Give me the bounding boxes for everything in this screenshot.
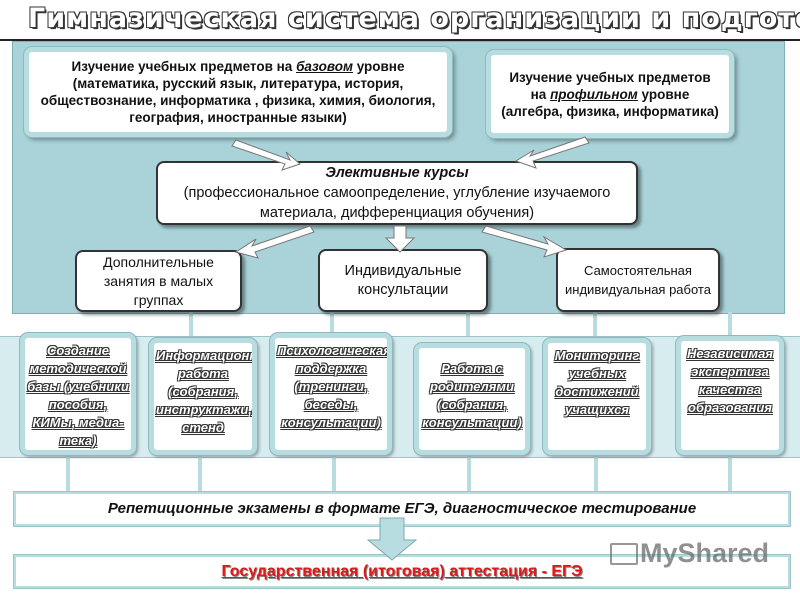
form-small-groups: Дополнительные занятия в малых группах [75,250,242,312]
activity-label: Мониторинг учебных достижений учащихся [554,348,640,417]
basic-level-box: Изучение учебных предметов на базовом ур… [24,47,452,137]
activity-label: Информационная работа (собрания, инструк… [156,348,257,435]
activity-independent-expertise: Независимая экспертиза качества образова… [676,336,784,455]
connector-line [466,312,470,336]
form-self-study: Самостоятельная индивидуальная работа [556,248,720,312]
profile-level-text-2: уровне (алгебра, физика, информатика) [501,86,719,119]
connector-line [330,312,334,336]
profile-level-text-1: Изучение учебных предметов на [509,69,711,102]
activity-label: Работа с родителями (собрания, консульта… [422,361,522,430]
activity-parents-work: Работа с родителями (собрания, консульта… [414,343,530,455]
exam-bar: Репетиционные экзамены в формате ЕГЭ, ди… [14,492,790,526]
electives-box: Элективные курсы (профессиональное самоо… [156,161,638,225]
watermark: MyShared [640,538,770,568]
activity-psychological-support: Психологическая поддержка (тренинги, бес… [270,333,392,455]
profile-level-box: Изучение учебных предметов на профильном… [486,50,734,138]
activity-monitoring: Мониторинг учебных достижений учащихся [543,338,651,455]
electives-text: (профессиональное самоопределение, углуб… [183,185,611,221]
connector-line [593,312,597,336]
watermark-icon [610,543,638,565]
form-label: Самостоятельная индивидуальная работа [565,263,711,297]
activity-information-work: Информационная работа (собрания, инструк… [149,338,257,455]
form-label: Дополнительные занятия в малых группах [103,253,214,308]
basic-level-text-2: уровне (математика, русский язык, литера… [40,59,436,125]
activity-label: Психологическая поддержка (тренинги, бес… [277,343,391,430]
profile-level-emphasis: профильном [550,86,638,102]
connector-line [728,312,732,336]
page-title: Гимназическая система организации и подг… [28,3,800,34]
basic-level-text-1: Изучение учебных предметов на [71,59,297,74]
title-divider [0,39,800,41]
form-individual-consult: Индивидуальные консультации [318,249,488,312]
activity-methodical-base: Создание методической базы (учебники пос… [20,333,136,455]
form-label: Индивидуальные консультации [344,262,462,298]
connector-line [189,312,193,336]
activity-label: Создание методической базы (учебники пос… [27,343,129,448]
basic-level-emphasis: базовом [296,59,353,74]
connector-line [594,456,598,492]
connector-line [728,456,732,492]
connector-line [467,456,471,492]
electives-title: Элективные курсы [325,165,469,181]
connector-line [66,456,70,492]
activity-label: Независимая экспертиза качества образова… [687,346,773,415]
connector-line [332,456,336,492]
connector-line [198,456,202,492]
